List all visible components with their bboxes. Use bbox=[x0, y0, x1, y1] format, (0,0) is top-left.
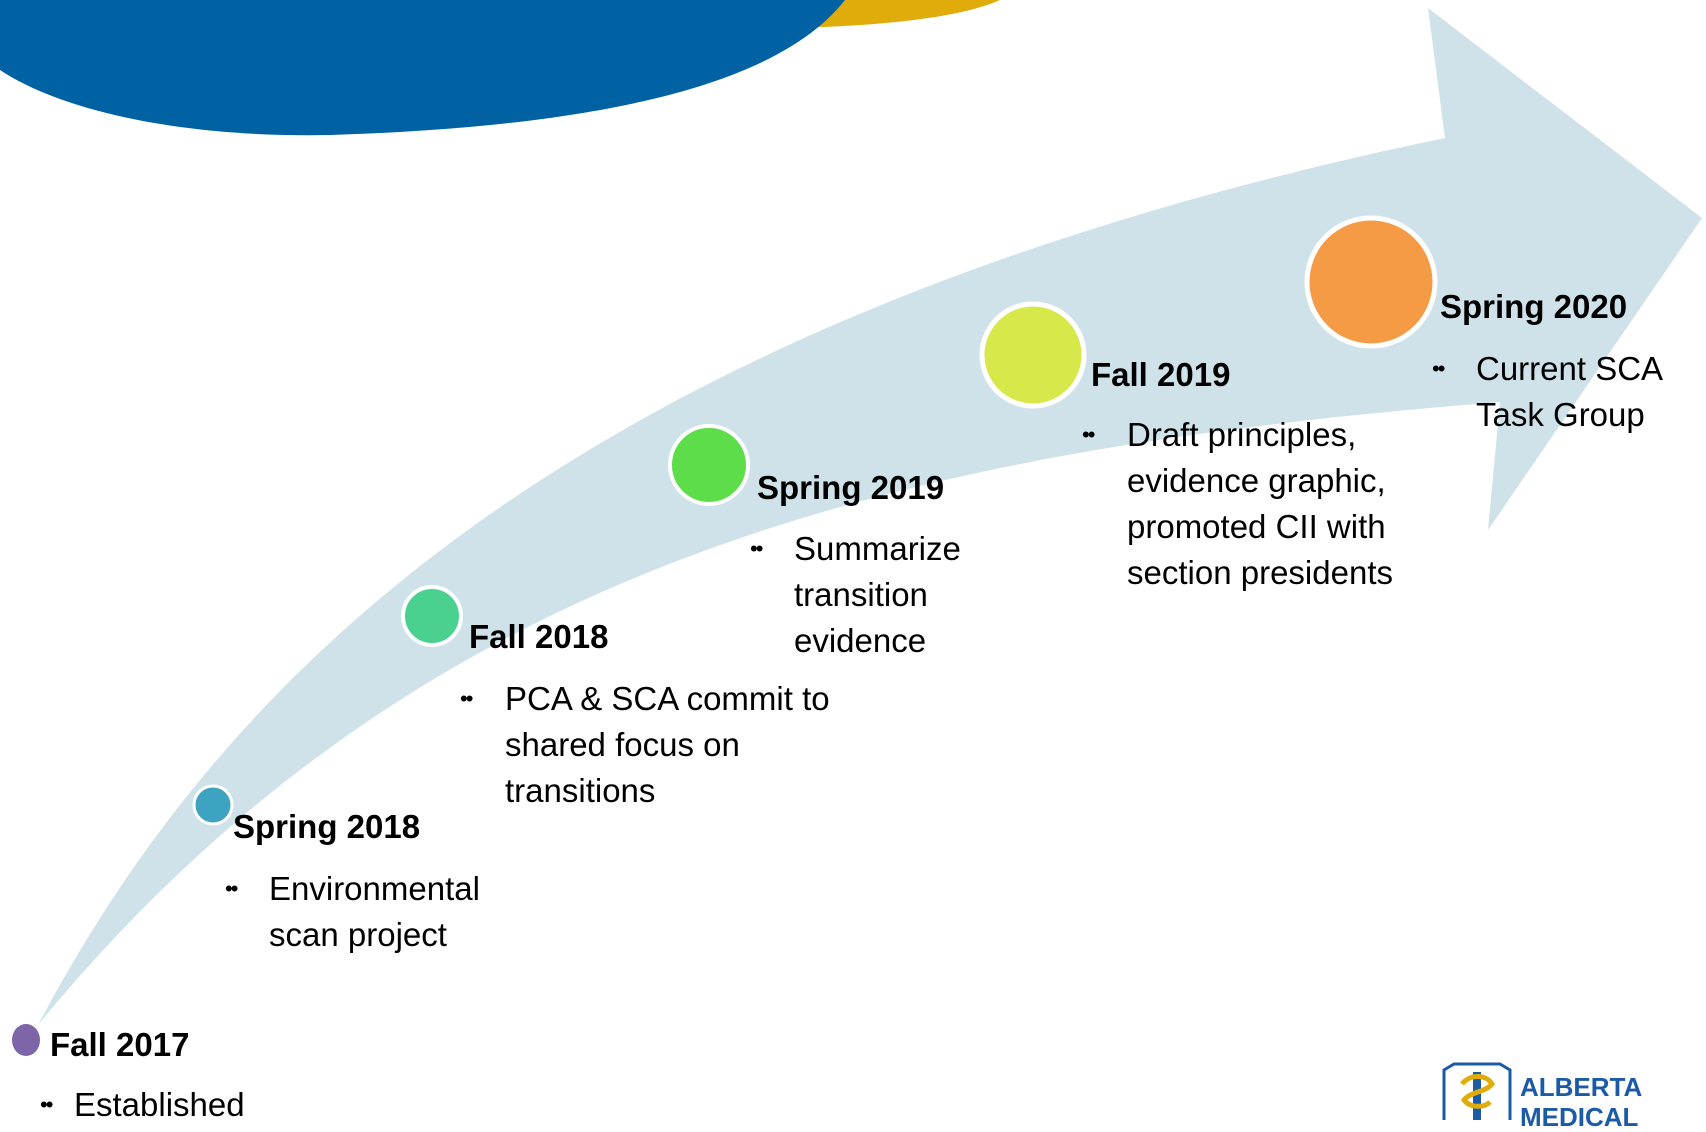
milestone-item: •• Environmental scan project bbox=[225, 866, 545, 958]
milestone-list: •• Draft principles, evidence graphic, p… bbox=[1082, 412, 1452, 596]
bullet-icon: •• bbox=[750, 536, 763, 561]
milestone-item-text: Summarize transition evidence bbox=[794, 530, 961, 659]
milestone-list: •• Environmental scan project bbox=[225, 866, 545, 958]
milestone-item: •• Summarize transition evidence bbox=[750, 526, 1020, 664]
milestone-list: •• PCA & SCA commit to shared focus on t… bbox=[460, 676, 860, 814]
milestone-dot bbox=[979, 301, 1087, 409]
milestone-title: Fall 2018 bbox=[469, 618, 609, 655]
bullet-icon: •• bbox=[1082, 422, 1095, 447]
bullet-icon: •• bbox=[460, 686, 473, 711]
milestone-list: •• Summarize transition evidence bbox=[750, 526, 1020, 664]
milestone-item: •• Established bbox=[40, 1082, 300, 1128]
milestone-title: Spring 2019 bbox=[757, 469, 945, 506]
milestone-item: •• PCA & SCA commit to shared focus on t… bbox=[460, 676, 860, 814]
milestone-item-text: PCA & SCA commit to shared focus on tran… bbox=[505, 680, 830, 809]
milestone-title: Spring 2020 bbox=[1440, 288, 1628, 325]
banner-blue-shape bbox=[0, 0, 845, 136]
logo-line1: ALBERTA bbox=[1520, 1072, 1643, 1102]
milestone-dot bbox=[401, 585, 463, 647]
milestone-list: •• Current SCA Task Group bbox=[1432, 346, 1704, 438]
bullet-icon: •• bbox=[225, 876, 238, 901]
milestone-dot bbox=[1304, 215, 1438, 349]
milestone-title: Fall 2019 bbox=[1091, 356, 1231, 393]
caduceus-icon bbox=[1442, 1062, 1512, 1120]
milestone-item-text: Established bbox=[74, 1086, 245, 1123]
milestone-item: •• Current SCA Task Group bbox=[1432, 346, 1704, 438]
milestone-title: Fall 2017 bbox=[50, 1026, 190, 1063]
milestone-item-text: Environmental scan project bbox=[269, 870, 480, 953]
milestone-item-text: Current SCA Task Group bbox=[1476, 350, 1662, 433]
milestone-dot bbox=[192, 784, 234, 826]
alberta-medical-logo: ALBERTA MEDICAL bbox=[1440, 1062, 1706, 1132]
milestone-item: •• Draft principles, evidence graphic, p… bbox=[1082, 412, 1452, 596]
timeline-arrow bbox=[38, 8, 1702, 1025]
milestone-item-text: Draft principles, evidence graphic, prom… bbox=[1127, 416, 1393, 591]
milestone-dot bbox=[668, 424, 750, 506]
bullet-icon: •• bbox=[1432, 356, 1445, 381]
logo-wordmark: ALBERTA MEDICAL bbox=[1520, 1072, 1642, 1132]
logo-line2: MEDICAL bbox=[1520, 1102, 1639, 1132]
milestone-title: Spring 2018 bbox=[233, 808, 421, 845]
bullet-icon: •• bbox=[40, 1092, 53, 1117]
milestone-dot bbox=[12, 1024, 40, 1056]
milestone-list: •• Established bbox=[40, 1082, 300, 1128]
